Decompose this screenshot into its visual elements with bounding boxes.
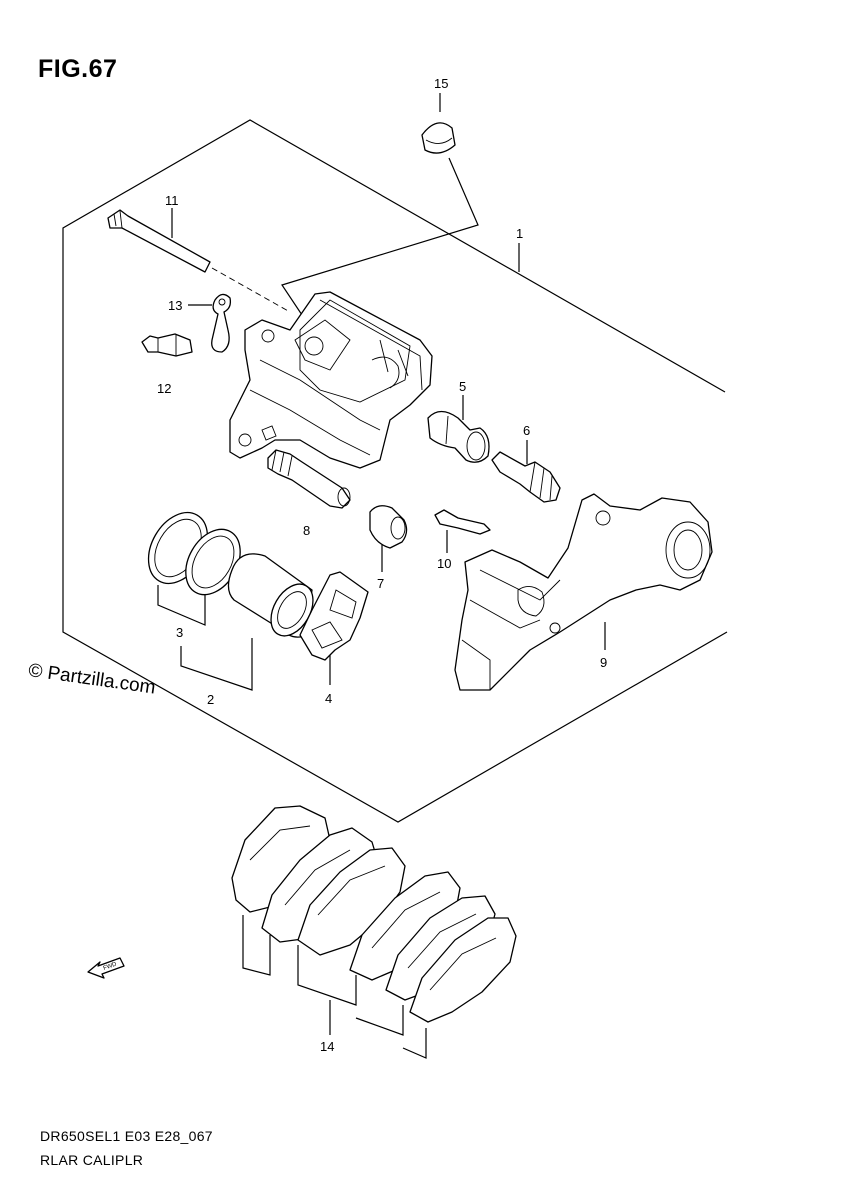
callout-11: 11 bbox=[165, 193, 179, 208]
leader-3 bbox=[157, 585, 206, 626]
part-12-bleeder[interactable] bbox=[141, 333, 193, 357]
part-1-caliper-body[interactable] bbox=[229, 291, 433, 469]
callout-4: 4 bbox=[325, 691, 332, 706]
part-11-pin[interactable] bbox=[107, 209, 211, 273]
forward-arrow-label: FWD bbox=[103, 961, 119, 972]
callout-7: 7 bbox=[377, 576, 384, 591]
part-15-cap[interactable] bbox=[421, 122, 456, 154]
figure-title: FIG.67 bbox=[38, 55, 118, 83]
callout-1: 1 bbox=[516, 226, 523, 241]
part-3-seals[interactable] bbox=[136, 502, 251, 604]
part-2-piston[interactable] bbox=[227, 553, 321, 643]
diagram-caption: RLAR CALIPLR bbox=[40, 1152, 144, 1168]
leader-14b bbox=[297, 945, 357, 1006]
assembly-outline bbox=[62, 119, 728, 823]
leader-14a bbox=[242, 915, 271, 976]
part-6-bolt[interactable] bbox=[491, 451, 561, 503]
callout-14: 14 bbox=[320, 1039, 334, 1054]
callout-9: 9 bbox=[600, 655, 607, 670]
part-10-spring[interactable] bbox=[434, 509, 491, 535]
part-4-shim[interactable] bbox=[299, 571, 369, 661]
leader-2 bbox=[180, 638, 253, 691]
callout-8: 8 bbox=[303, 523, 310, 538]
leader-14c bbox=[355, 1005, 404, 1036]
leader-14d bbox=[402, 1028, 427, 1059]
part-14-pads[interactable] bbox=[231, 805, 517, 1023]
callout-13: 13 bbox=[168, 298, 182, 313]
part-13-clip[interactable] bbox=[211, 293, 232, 353]
part-7-bushing[interactable] bbox=[369, 505, 408, 549]
part-9-bracket[interactable] bbox=[454, 493, 713, 691]
callout-6: 6 bbox=[523, 423, 530, 438]
diagram-code: DR650SEL1 E03 E28_067 bbox=[40, 1128, 213, 1144]
callout-15: 15 bbox=[434, 76, 448, 91]
callout-12: 12 bbox=[157, 381, 171, 396]
part-5-boot[interactable] bbox=[427, 410, 490, 463]
callout-2: 2 bbox=[207, 692, 214, 707]
forward-arrow-icon: FWD bbox=[87, 957, 125, 979]
part-8-slide-pin[interactable] bbox=[267, 449, 351, 509]
pin-axis bbox=[211, 267, 291, 313]
callout-10: 10 bbox=[437, 556, 451, 571]
callout-3: 3 bbox=[176, 625, 183, 640]
callout-5: 5 bbox=[459, 379, 466, 394]
leader-15 bbox=[281, 157, 479, 331]
